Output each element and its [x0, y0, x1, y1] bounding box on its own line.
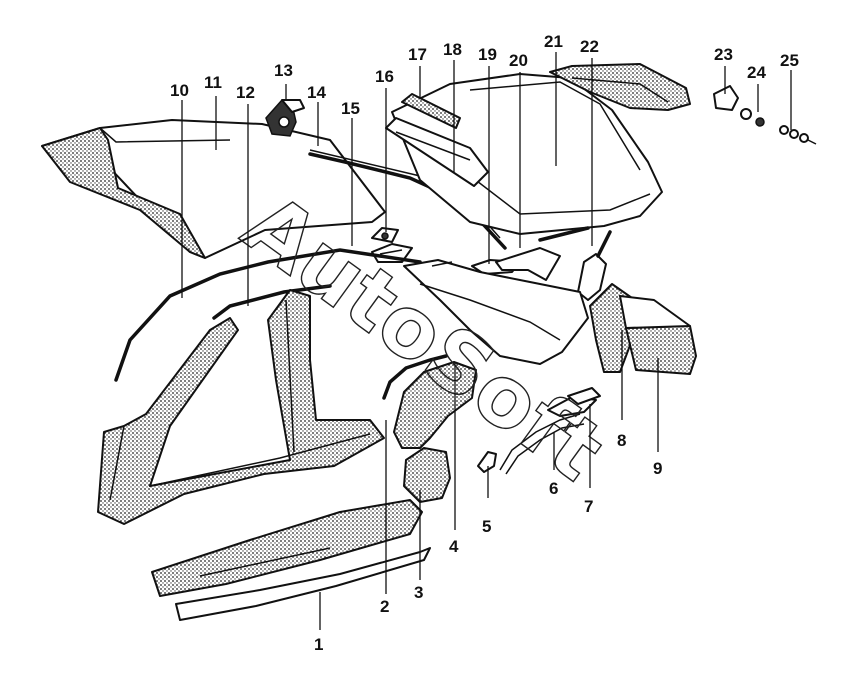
part-20-gas-strut[interactable]: [495, 226, 590, 281]
callout-labels: 1 2 3 4 5 6 7 8 9 10 11 12 13 14 15 16 1…: [170, 32, 799, 654]
part-7-bracket[interactable]: [547, 387, 601, 417]
part-3-splash-panel[interactable]: [403, 447, 451, 503]
part-16-clip[interactable]: [371, 227, 399, 243]
callout-21: 21: [544, 32, 563, 51]
part-13-hinge[interactable]: [265, 99, 305, 137]
callout-19: 19: [478, 45, 497, 64]
callout-22: 22: [580, 37, 599, 56]
part-25-fasteners[interactable]: [779, 125, 817, 145]
callout-8: 8: [617, 431, 626, 450]
callout-20: 20: [509, 51, 528, 70]
callout-2: 2: [380, 597, 389, 616]
part-5-clip[interactable]: [477, 451, 497, 473]
callout-14: 14: [307, 83, 326, 102]
callout-10: 10: [170, 81, 189, 100]
part-2-arch-moulding[interactable]: [382, 354, 448, 400]
callout-23: 23: [714, 45, 733, 64]
callout-6: 6: [549, 479, 558, 498]
rear-quarter-panel[interactable]: [403, 259, 589, 365]
part-18-inner-panel[interactable]: [385, 117, 489, 187]
callout-12: 12: [236, 83, 255, 102]
callout-18: 18: [443, 40, 462, 59]
callout-5: 5: [482, 517, 491, 536]
part-12-frame-rail[interactable]: [212, 284, 332, 320]
part-10-drip-rail[interactable]: [114, 248, 422, 382]
body-side-panel[interactable]: [97, 289, 385, 525]
part-1-rocker-panel[interactable]: [151, 499, 431, 621]
callout-16: 16: [375, 67, 394, 86]
callout-9: 9: [653, 459, 662, 478]
callout-11: 11: [204, 73, 222, 92]
part-6-arch-liner[interactable]: [499, 413, 585, 475]
callout-3: 3: [414, 583, 423, 602]
callout-7: 7: [584, 497, 593, 516]
callout-4: 4: [449, 537, 459, 556]
callout-13: 13: [274, 61, 293, 80]
callout-15: 15: [341, 99, 360, 118]
part-24-grommet[interactable]: [740, 108, 765, 127]
callout-24: 24: [747, 63, 766, 82]
part-23-plug[interactable]: [713, 85, 739, 111]
callout-25: 25: [780, 51, 799, 70]
part-11-roof-panel[interactable]: [41, 119, 386, 259]
callout-1: 1: [314, 635, 323, 654]
part-22-moulding[interactable]: [549, 63, 691, 111]
part-9-rear-end-panel[interactable]: [619, 295, 697, 375]
leader-lines: [181, 52, 792, 630]
callout-17: 17: [408, 45, 427, 64]
part-17-strip[interactable]: [401, 93, 461, 129]
